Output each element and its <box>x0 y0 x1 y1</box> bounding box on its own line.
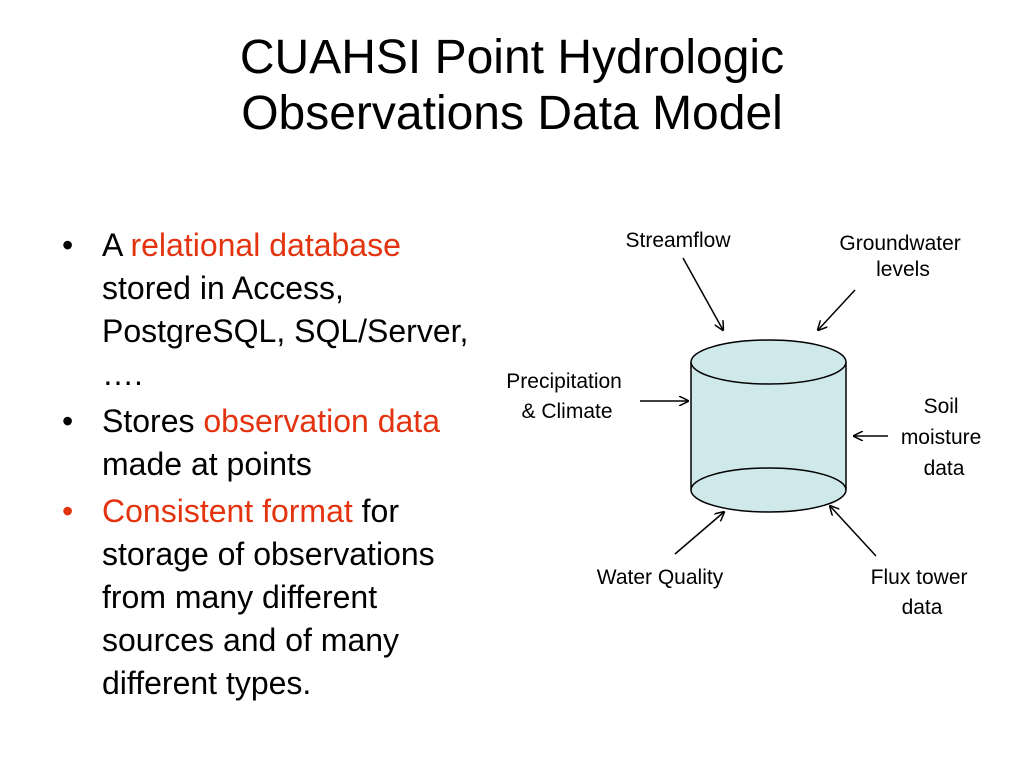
bullet-marker: • <box>62 403 74 439</box>
title-line-1: CUAHSI Point Hydrologic <box>239 31 785 84</box>
water-quality-arrow <box>674 512 724 555</box>
bullet-text: for storage of observations from many di… <box>102 493 435 701</box>
bullet-marker: • <box>62 227 74 263</box>
soil-moisture-label: Soil moisture data <box>901 395 987 480</box>
streamflow-label: Streamflow <box>625 229 731 252</box>
bullet-text: made at points <box>102 446 312 482</box>
bullet-highlight: relational database <box>130 227 401 263</box>
database-cylinder-icon <box>690 339 847 513</box>
bullet-marker: • <box>62 493 74 529</box>
bullet-text: Stores <box>102 403 204 439</box>
bullet-highlight: Consistent format <box>102 493 353 529</box>
slide-title: CUAHSI Point Hydrologic Observations Dat… <box>0 30 1024 142</box>
bullet-highlight: observation data <box>203 403 440 439</box>
flux-tower-label: Flux tower data <box>871 566 974 619</box>
bullet-text: stored in Access, PostgreSQL, SQL/Server… <box>102 270 469 392</box>
bullet-list: • A relational database stored in Access… <box>58 224 488 709</box>
groundwater-arrow <box>818 289 856 330</box>
bullet-item: • Consistent format for storage of obser… <box>58 490 488 705</box>
title-line-2: Observations Data Model <box>241 87 783 140</box>
bullet-item: • A relational database stored in Access… <box>58 224 488 396</box>
streamflow-arrow <box>682 257 723 330</box>
flux-tower-arrow <box>830 506 877 557</box>
water-quality-label: Water Quality <box>597 566 724 589</box>
bullet-text: A <box>102 227 131 263</box>
groundwater-label: Groundwater levels <box>839 232 966 281</box>
data-model-diagram: Streamflow Groundwater levels Precipitat… <box>506 229 987 619</box>
precipitation-label: Precipitation & Climate <box>506 370 627 423</box>
bullet-item: • Stores observation data made at points <box>58 400 488 486</box>
